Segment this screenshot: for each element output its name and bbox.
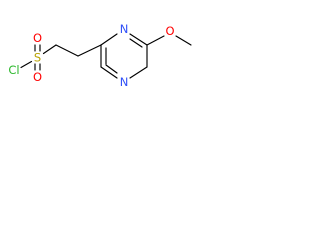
bond-n1-c6: [129, 33, 148, 46]
bond-c5-o: [146, 35, 165, 46]
atom-o-top: O: [33, 31, 42, 45]
bond-ch2-ch2: [55, 44, 79, 57]
atom-s: S: [34, 51, 41, 65]
atom-n-lower: N: [120, 75, 129, 89]
bond-c5-n4: [129, 66, 148, 79]
atom-o-methoxy: O: [165, 24, 174, 38]
bond-n4-c3: [100, 66, 118, 79]
bond-ch2-ring: [77, 44, 102, 57]
bond-s-cl: [20, 60, 33, 69]
atom-o-bottom: O: [33, 70, 42, 84]
bond-s-ch2: [42, 44, 57, 55]
atom-n-upper: N: [120, 22, 129, 36]
atom-cl: Cl: [8, 63, 19, 77]
bond-c2-n1: [100, 33, 118, 46]
bond-n1-c6-inner: [129, 38, 143, 48]
atom-labels: Cl S O O N N O: [8, 22, 174, 89]
molecule-structure-diagram: Cl S O O N N O: [8, 22, 192, 89]
bond-o-ch3: [175, 35, 192, 46]
bond-n4-c3-inner: [105, 64, 118, 74]
bonds: [20, 33, 192, 79]
